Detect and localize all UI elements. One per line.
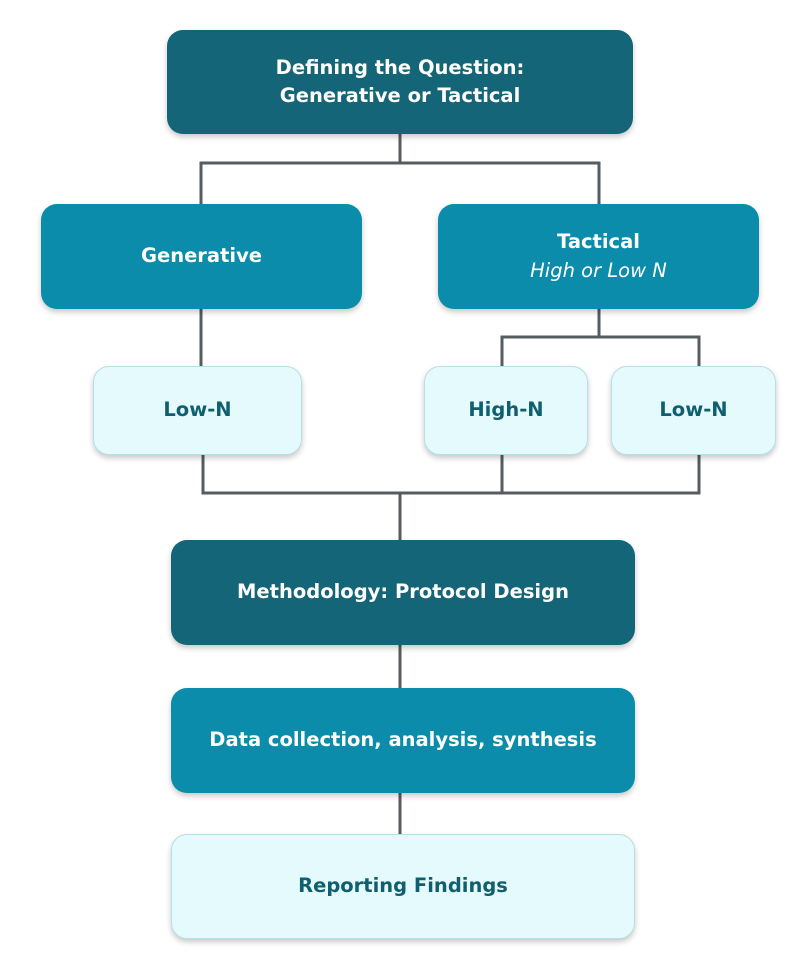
- tactical-box: Tactical High or Low N: [438, 204, 759, 309]
- tactical-low-n-box: Low-N: [611, 366, 776, 455]
- methodology-box: Methodology: Protocol Design: [171, 540, 635, 645]
- reporting-findings-label: Reporting Findings: [298, 874, 508, 898]
- generative-low-n-box: Low-N: [93, 366, 302, 455]
- tactical-low-n-label: Low-N: [659, 398, 728, 422]
- defining-question-box: Defining the Question: Generative or Tac…: [167, 30, 633, 134]
- tactical-label: Tactical: [557, 230, 640, 254]
- reporting-findings-box: Reporting Findings: [171, 834, 635, 939]
- data-collection-label: Data collection, analysis, synthesis: [209, 728, 597, 752]
- generative-label: Generative: [140, 244, 263, 268]
- data-collection-box: Data collection, analysis, synthesis: [171, 688, 635, 793]
- methodology-label: Methodology: Protocol Design: [237, 580, 569, 604]
- defining-question-line2: Generative or Tactical: [279, 84, 521, 107]
- defining-question-line1: Defining the Question:: [275, 55, 525, 79]
- generative-low-n-label: Low-N: [163, 398, 232, 422]
- tactical-high-n-label: High-N: [468, 398, 544, 422]
- tactical-sublabel: High or Low N: [530, 258, 667, 282]
- tactical-high-n-box: High-N: [424, 366, 588, 455]
- generative-box: Generative: [41, 204, 362, 309]
